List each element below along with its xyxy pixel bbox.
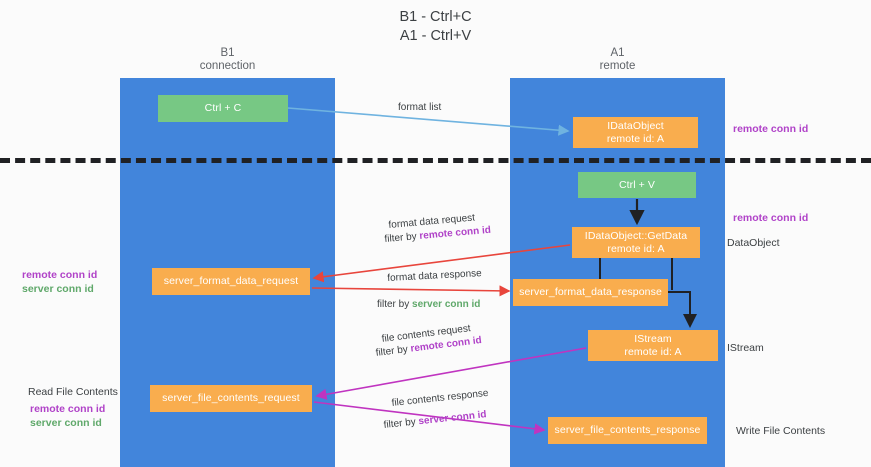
- annotation-remote-conn-id-left-bottom: remote conn id: [30, 403, 106, 415]
- diagram-title: B1 - Ctrl+C A1 - Ctrl+V: [399, 9, 472, 44]
- edge-format-data-response: [311, 285, 511, 297]
- node-server-format-data-response-label: server_format_data_response: [519, 286, 662, 298]
- node-server-file-contents-request[interactable]: server_file_contents_request: [150, 385, 312, 412]
- filter-prefix: filter by: [384, 230, 420, 245]
- edge-label-format-list: format list: [398, 102, 442, 113]
- node-idataobject-sublabel: remote id: A: [606, 132, 665, 145]
- node-server-format-data-request-label: server_format_data_request: [163, 275, 299, 287]
- node-server-file-contents-response-label: server_file_contents_response: [554, 424, 701, 436]
- node-server-file-contents-request-label: server_file_contents_request: [162, 392, 300, 404]
- node-server-file-contents-response[interactable]: server_file_contents_response: [548, 417, 707, 444]
- phase-divider: [0, 158, 871, 163]
- annotation-write-file-contents: Write File Contents: [736, 425, 826, 437]
- node-ctrl-c-label: Ctrl + C: [204, 102, 242, 114]
- annotation-read-file-contents: Read File Contents: [28, 386, 118, 398]
- edge-label-file-contents-response-filter: filter by server conn id: [383, 408, 487, 433]
- filter-prefix: filter by: [377, 299, 413, 310]
- node-ctrl-c[interactable]: Ctrl + C: [158, 95, 288, 122]
- node-ctrl-v[interactable]: Ctrl + V: [578, 172, 696, 198]
- edge-label-format-data-response-filter: filter by server conn id: [377, 298, 480, 312]
- annotation-server-conn-id-left-mid: server conn id: [22, 283, 94, 295]
- node-idataobject[interactable]: IDataObject remote id: A: [573, 117, 698, 148]
- edge-label-file-contents-response: file contents response: [391, 387, 490, 409]
- annotation-server-conn-id-left-bottom: server conn id: [30, 417, 102, 429]
- annotation-istream: IStream: [727, 342, 764, 354]
- annotation-remote-conn-id-left-mid: remote conn id: [22, 269, 98, 281]
- annotation-remote-conn-id-mid: remote conn id: [733, 212, 809, 224]
- annotation-conn-ids-mid: remote conn id server conn id: [22, 268, 97, 296]
- node-idataobject-getdata[interactable]: IDataObject::GetData remote id: A: [572, 227, 700, 258]
- annotation-dataobject: DataObject: [727, 237, 780, 249]
- node-istream-sublabel: remote id: A: [624, 345, 682, 358]
- node-getdata-sublabel: remote id: A: [607, 242, 665, 255]
- node-server-format-data-request[interactable]: server_format_data_request: [152, 268, 310, 295]
- node-server-format-data-response[interactable]: server_format_data_response: [513, 279, 668, 306]
- column-header-a1: A1 remote: [599, 47, 636, 72]
- filter-prefix: filter by: [383, 416, 420, 431]
- node-istream[interactable]: IStream remote id: A: [588, 330, 718, 361]
- node-ctrl-v-label: Ctrl + V: [618, 178, 656, 191]
- filter-prefix: filter by: [375, 343, 412, 359]
- node-istream-label: IStream: [634, 332, 672, 345]
- filter-value: server conn id: [417, 409, 488, 428]
- annotation-conn-ids-bottom: remote conn id server conn id: [30, 402, 105, 430]
- edge-label-format-data-response: format data response: [387, 268, 482, 284]
- node-idataobject-label: IDataObject: [607, 119, 664, 132]
- node-getdata-label: IDataObject::GetData: [584, 229, 688, 242]
- filter-value: server conn id: [412, 299, 481, 310]
- annotation-remote-conn-id-top: remote conn id: [733, 123, 809, 135]
- column-header-b1: B1 connection: [199, 47, 256, 72]
